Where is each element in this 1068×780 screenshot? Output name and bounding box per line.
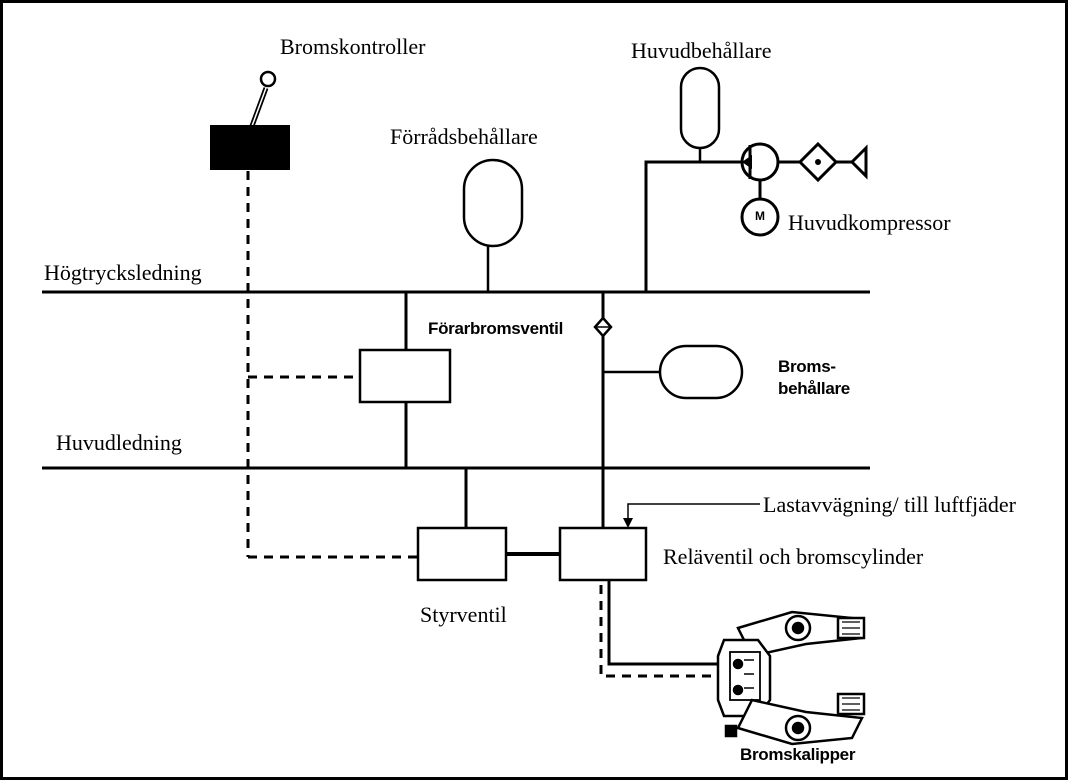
label-forradsbehallare: Förrådsbehållare <box>390 124 538 149</box>
label-relaventil: Reläventil och bromscylinder <box>663 544 924 569</box>
label-huvudkompressor: Huvudkompressor <box>788 210 951 235</box>
brake-controller-icon <box>210 70 290 170</box>
supply-reservoir-icon <box>462 158 524 248</box>
label-hogtrycksledning: Högtrycksledning <box>44 260 202 285</box>
label-forarbromsventil: Förarbromsventil <box>428 319 564 338</box>
label-huvudbehallare: Huvudbehållare <box>631 38 772 63</box>
label-huvudledning: Huvudledning <box>56 430 182 455</box>
label-bromskontroller: Bromskontroller <box>280 34 426 59</box>
relay-to-caliper-pipe <box>607 580 735 666</box>
label-bromskalipper: Bromskalipper <box>740 745 856 764</box>
motor-icon <box>740 197 780 237</box>
driver-brake-valve <box>358 348 452 404</box>
label-bromsbehallare: Broms- behållare <box>778 356 850 400</box>
control-valve <box>416 526 508 582</box>
main-compressor-icon <box>740 141 868 198</box>
label-styrventil: Styrventil <box>420 602 507 627</box>
label-lastavvagning: Lastavvägning/ till luftfjäder <box>763 492 1016 517</box>
check-valve-icon <box>593 316 613 338</box>
control-signal-line <box>246 171 735 678</box>
relay-valve <box>558 526 648 582</box>
label-motor-symbol: M <box>755 209 765 223</box>
main-reservoir-icon <box>679 66 721 150</box>
brake-caliper-icon <box>716 610 866 746</box>
brake-reservoir-icon <box>658 344 744 400</box>
label-bromsbehallare-line2: behållare <box>778 379 850 398</box>
load-weighing-arrow <box>623 503 760 528</box>
label-bromsbehallare-line1: Broms- <box>778 357 836 376</box>
compressor-pipe <box>644 160 745 292</box>
